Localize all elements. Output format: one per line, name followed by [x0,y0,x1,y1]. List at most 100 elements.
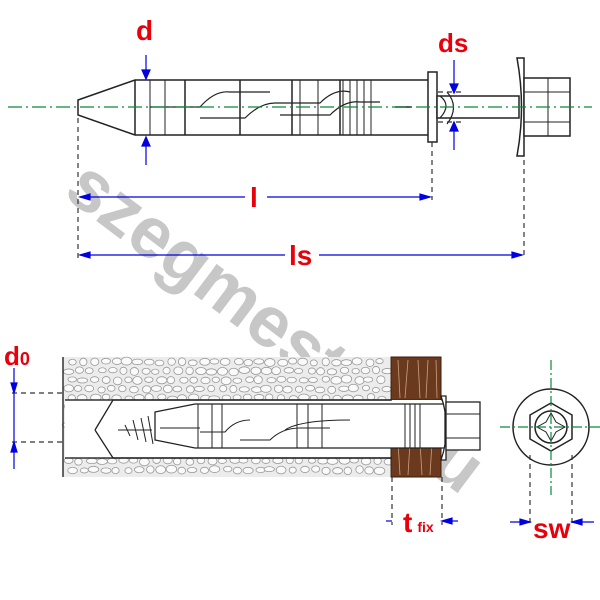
concrete-pebble [84,384,95,393]
concrete-pebble [348,383,359,393]
concrete-pebble [118,385,127,393]
concrete-pebble [177,357,187,366]
concrete-pebble [187,359,198,367]
concrete-pebble [186,467,198,474]
concrete-pebble [205,368,218,376]
concrete-pebble [376,375,386,385]
concrete-pebble [209,465,221,473]
concrete-pebble [317,457,329,465]
concrete-pebble [331,359,342,367]
concrete-pebble [238,366,251,374]
concrete-pebble [87,465,100,473]
concrete-pebble [86,457,98,465]
concrete-pebble [362,376,374,383]
concrete-pebble [124,376,133,384]
label-l: l [250,182,258,213]
concrete-pebble [381,386,392,393]
concrete-pebble [338,385,350,392]
concrete-pebble [195,367,207,375]
concrete-pebble [76,377,88,384]
concrete-pebble [343,466,352,476]
concrete-pebble [232,466,243,475]
concrete-pebble [238,386,250,393]
label-d0: d0 [4,341,30,371]
concrete-pebble [297,357,308,366]
concrete-pebble [132,376,143,385]
concrete-pebble [90,376,100,383]
concrete-pebble [200,376,211,385]
concrete-pebble [79,467,89,474]
concrete-pebble [371,387,380,393]
concrete-pebble [340,374,353,384]
concrete-pebble [326,368,338,376]
centerlines-end-view [500,360,600,495]
extension-lines-bottom [12,392,573,527]
concrete-pebble [362,384,370,392]
concrete-pebble [260,384,272,393]
concrete-pebble [223,465,233,473]
concrete-pebble [234,358,244,366]
concrete-pebble [73,385,83,392]
concrete-pebble [243,359,254,367]
concrete-pebble [355,465,364,474]
concrete-pebble [307,367,316,375]
concrete-pebble [273,384,284,393]
concrete-pebble [146,465,155,474]
concrete-pebble [277,358,289,367]
concrete-pebble [75,366,84,374]
concrete-pebble [189,376,198,384]
label-sw: sw [533,513,571,544]
concrete-pebble [67,376,77,383]
concrete-pebble [294,368,304,374]
concrete-pebble [134,466,145,474]
concrete-pebble [100,467,112,474]
concrete-pebble [375,358,384,365]
concrete-pebble [185,366,194,376]
concrete-pebble [111,466,120,475]
dimension-lines-bottom [10,368,594,526]
concrete-pebble [365,358,375,367]
concrete-pebble [154,359,165,367]
concrete-pebble [108,367,118,374]
concrete-pebble [139,457,150,467]
concrete-pebble [360,366,371,375]
concrete-pebble [253,358,265,365]
concrete-pebble [219,384,228,393]
concrete-pebble [144,358,155,366]
concrete-pebble [124,467,133,474]
concrete-pebble [321,375,330,383]
concrete-pebble [300,465,310,473]
concrete-pebble [219,357,231,366]
concrete-pebble [321,466,331,475]
concrete-pebble [179,376,189,384]
concrete-pebble [373,466,386,475]
concrete-pebble [209,358,220,365]
concrete-pebble [253,375,263,385]
concrete-pebble [186,385,195,394]
concrete-pebble [150,385,162,392]
concrete-pebble [107,457,118,465]
concrete-pebble [307,457,316,464]
concrete-pebble [63,384,75,393]
concrete-pebble [260,366,273,375]
concrete-pebble [74,457,83,466]
concrete-pebble [173,366,184,376]
label-ls: ls [289,240,312,271]
concrete-pebble [217,457,227,464]
concrete-pebble [282,385,293,394]
concrete-pebble [120,356,133,366]
concrete-pebble [351,367,360,375]
concrete-pebble [131,358,144,366]
concrete-pebble [97,386,106,394]
concrete-pebble [271,366,281,376]
concrete-pebble [263,466,275,473]
concrete-pebble [167,357,176,366]
concrete-pebble [119,366,128,375]
concrete-pebble [211,376,220,383]
concrete-pebble [172,385,183,393]
concrete-pebble [165,464,178,474]
concrete-pebble [68,358,77,366]
